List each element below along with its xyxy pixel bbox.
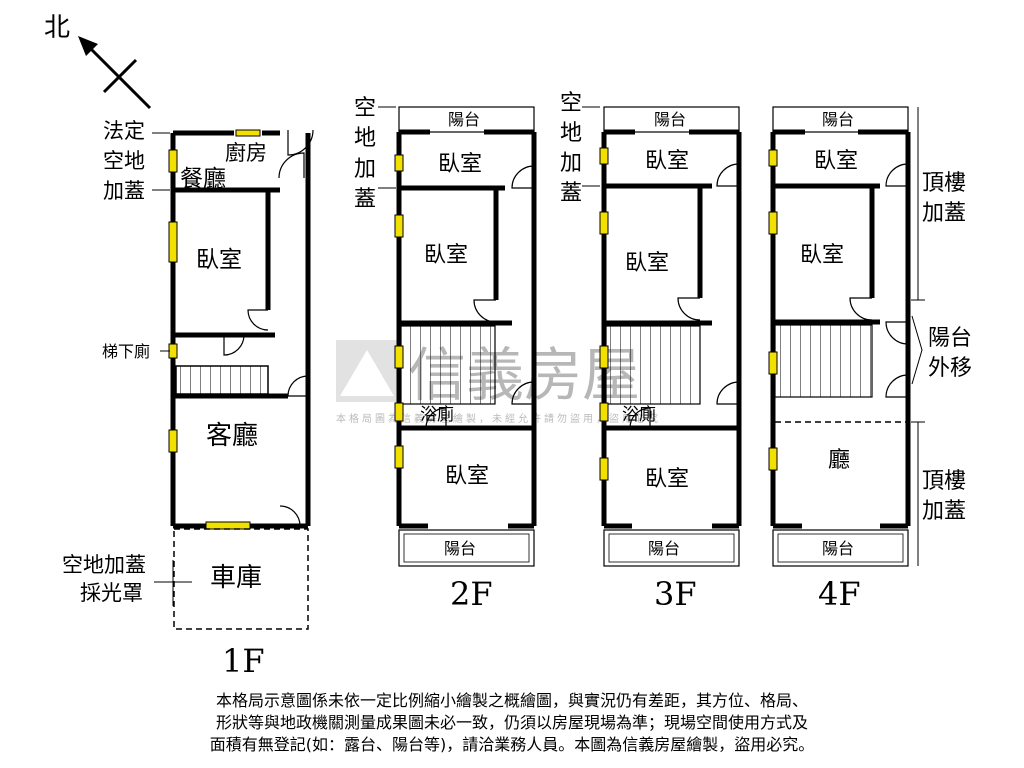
room-bedroom-bottom-3f: 臥室 xyxy=(645,467,689,492)
room-kitchen: 廚房 xyxy=(225,141,267,165)
window-icon xyxy=(599,147,609,481)
stairs-3f xyxy=(605,325,701,405)
note-open-space-2f-3: 加 xyxy=(354,157,376,182)
note-open-space-2f-4: 蓋 xyxy=(354,187,376,212)
stairs-2f xyxy=(400,325,496,405)
balcony-top-3f xyxy=(603,106,740,133)
note-balcony-moved-4f-2: 外移 xyxy=(928,356,972,381)
balcony-bottom-label-4f: 陽台 xyxy=(822,539,854,558)
room-bedroom-top-2f: 臥室 xyxy=(438,152,482,177)
note-skylight-1: 空地加蓋 xyxy=(62,553,146,577)
room-bedroom-mid-4f: 臥室 xyxy=(800,243,844,268)
door-icon xyxy=(629,163,740,429)
room-bedroom: 臥室 xyxy=(196,247,242,273)
balcony-bottom-2f xyxy=(398,529,535,567)
balcony-top-4f xyxy=(772,106,909,133)
floor-label-3f: 3F xyxy=(654,575,697,613)
room-living: 客廳 xyxy=(206,421,258,451)
north-arrow-icon xyxy=(82,40,152,110)
note-open-space-3f-3: 加 xyxy=(560,151,582,176)
note-open-space-3f-1: 空 xyxy=(560,91,582,116)
floor-4f: 陽台 臥室 臥室 廳 陽台 頂樓 加蓋 陽台 外移 頂樓 加蓋 4F xyxy=(768,106,972,613)
disclaimer-line-1: 本格局示意圖係未依一定比例縮小繪製之概繪圖，與實況仍有差距，其方位、格局、 xyxy=(215,691,808,710)
watermark-logo-icon xyxy=(336,340,398,402)
door-icon xyxy=(223,129,314,527)
balcony-bottom-4f xyxy=(772,529,909,567)
balcony-bottom-3f xyxy=(603,529,740,567)
stairs-1f xyxy=(175,365,269,395)
note-balcony-moved-4f-1: 陽台 xyxy=(928,326,972,351)
balcony-bottom-label-3f: 陽台 xyxy=(648,539,680,558)
disclaimer: 本格局示意圖係未依一定比例縮小繪製之概繪圖，與實況仍有差距，其方位、格局、 形狀… xyxy=(0,690,1024,756)
balcony-bottom-label-2f: 陽台 xyxy=(444,539,476,558)
note-rooftop-bottom-4f-1: 頂樓 xyxy=(922,469,966,494)
floor-1f: 廚房 餐廳 臥室 梯下廁 客廳 車庫 法定 空地 加蓋 空地加蓋 採光罩 1F xyxy=(62,119,314,680)
floor-3f: 陽台 臥室 臥室 浴廁 臥室 陽台 空 地 加 蓋 3F xyxy=(560,91,742,613)
watermark-notice: 本格局圖為信義房屋繪製，未經允許請勿盜用，盜用必究 xyxy=(336,412,661,425)
note-open-space-3f-4: 蓋 xyxy=(560,181,582,206)
note-legal-open-1: 法定 xyxy=(103,119,145,143)
north-label: 北 xyxy=(44,13,70,43)
balcony-top-label-4f: 陽台 xyxy=(822,110,854,129)
room-dining: 餐廳 xyxy=(180,166,226,192)
room-bedroom-top-3f: 臥室 xyxy=(645,149,689,174)
note-open-space-3f-2: 地 xyxy=(560,121,582,146)
garage-outline xyxy=(173,528,309,630)
disclaimer-line-2: 形狀等與地政機關測量成果圖未必一致，仍須以房屋現場為準；現場空間使用方式及 xyxy=(215,713,808,732)
note-skylight-2: 採光罩 xyxy=(80,581,143,605)
note-legal-open-3: 加蓋 xyxy=(103,179,145,203)
floor-label-1f: 1F xyxy=(222,642,265,680)
door-icon xyxy=(425,165,535,429)
room-bedroom-mid-3f: 臥室 xyxy=(625,251,669,276)
note-open-space-2f-1: 空 xyxy=(354,96,376,121)
note-legal-open-2: 空地 xyxy=(103,149,145,173)
note-open-space-2f-2: 地 xyxy=(354,126,376,151)
door-icon xyxy=(849,163,909,398)
balcony-top-label-3f: 陽台 xyxy=(654,110,686,129)
room-bedroom-mid-2f: 臥室 xyxy=(424,243,468,268)
window-icon xyxy=(168,129,261,530)
window-icon xyxy=(394,154,404,469)
room-bedroom-bottom-2f: 臥室 xyxy=(445,464,489,489)
room-bath-3f: 浴廁 xyxy=(622,404,656,425)
balcony-top-label-2f: 陽台 xyxy=(448,110,480,129)
note-rooftop-top-4f-1: 頂樓 xyxy=(922,171,966,196)
note-rooftop-bottom-4f-2: 加蓋 xyxy=(922,499,966,524)
window-icon xyxy=(768,149,778,471)
room-hall-4f: 廳 xyxy=(828,448,850,473)
room-garage: 車庫 xyxy=(210,563,262,593)
floor-label-4f: 4F xyxy=(818,575,861,613)
room-under-stair-wc: 梯下廁 xyxy=(102,342,150,361)
balcony-top-2f xyxy=(398,106,535,133)
floor-2f: 陽台 臥室 臥室 浴廁 臥室 陽台 空 地 加 蓋 2F xyxy=(354,96,537,613)
stairs-4f xyxy=(774,324,873,398)
north-compass: 北 xyxy=(44,13,152,110)
room-bedroom-top-4f: 臥室 xyxy=(814,149,858,174)
room-bath-2f: 浴廁 xyxy=(420,404,454,425)
disclaimer-line-3: 面積有無登記(如：露台、陽台等)，請洽業務人員。本圖為信義房屋繪製，盜用必究。 xyxy=(209,735,815,754)
floor-label-2f: 2F xyxy=(450,575,493,613)
note-rooftop-top-4f-2: 加蓋 xyxy=(922,201,966,226)
